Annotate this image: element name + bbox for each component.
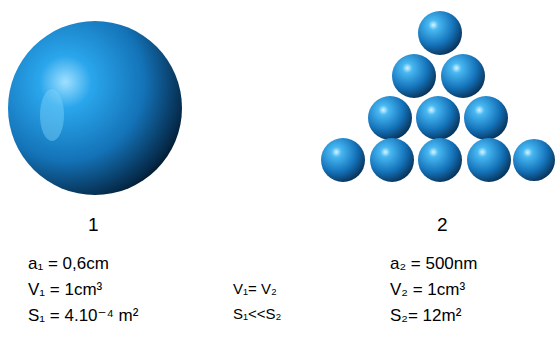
small-sphere [370, 138, 414, 182]
small-sphere [418, 138, 462, 182]
figure-number: 2 [437, 214, 448, 236]
comparison-label: V₁= V₂ [233, 280, 277, 297]
small-spheres [321, 11, 555, 182]
dimension-label: a₂ = 500nm [390, 254, 477, 274]
small-sphere [441, 54, 485, 98]
large-sphere [8, 21, 182, 195]
small-sphere [418, 11, 462, 55]
dimension-label: a₁ = 0,6cm [28, 254, 109, 274]
volume-label: V₁ = 1cm³ [28, 280, 102, 300]
small-sphere [416, 96, 460, 140]
small-sphere [368, 96, 412, 140]
volume-label: V₂ = 1cm³ [390, 280, 465, 300]
surface-label: S₂= 12m² [390, 306, 461, 326]
sphere-highlight [40, 89, 64, 141]
small-sphere [321, 138, 365, 182]
small-sphere [464, 96, 508, 140]
figure-number: 1 [88, 214, 99, 236]
small-sphere [513, 139, 555, 181]
surface-label: S₁ = 4.10⁻⁴ m² [28, 306, 138, 326]
small-sphere [467, 138, 511, 182]
comparison-label: S₁<<S₂ [233, 305, 281, 322]
small-sphere [392, 54, 436, 98]
